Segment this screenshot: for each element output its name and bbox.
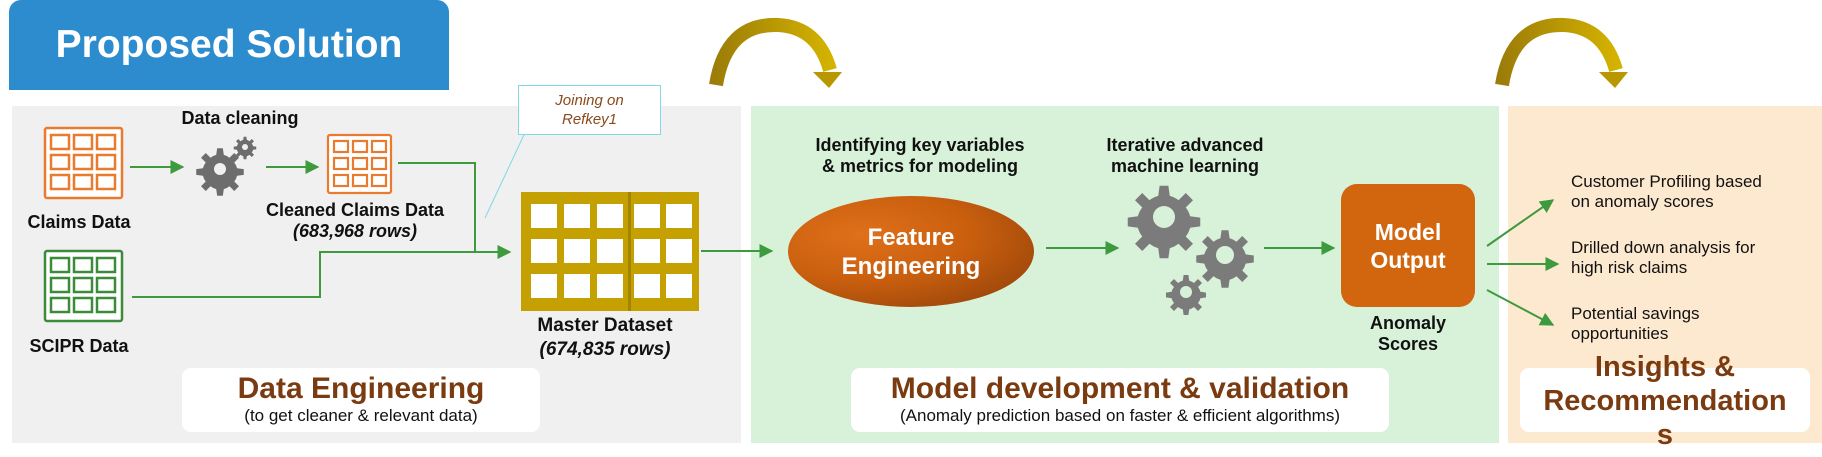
insights-title: Insights & Recommendation s [1515,350,1815,452]
output-to-insight-3-arrow [1486,289,1555,326]
insights-title-line-2: Recommendation [1543,385,1787,417]
insight-3-line-2: opportunities [1571,324,1669,343]
loop-arrow-icon [709,17,842,88]
scipr-to-master-connector [132,245,512,298]
insights-title-line-3: s [1656,419,1674,451]
master-dataset-icon [521,192,699,311]
join-note: Joining on Refkey1 [518,85,661,135]
model-output-node: Model Output [1341,184,1475,307]
ml-gears-icon [1127,185,1254,315]
cleaning-gears-icon [196,136,257,196]
cleaned-to-master-connector [398,162,476,252]
loop-arrow-icon [1495,17,1628,88]
join-callout-line [484,121,531,219]
data-engineering-title: Data Engineering [237,372,485,405]
cleaned-claims-label: Cleaned Claims Data (683,968 rows) [250,200,460,242]
insight-item: Customer Profiling based on anomaly scor… [1571,172,1811,212]
model-development-card: Model development & validation (Anomaly … [851,368,1389,432]
feature-line-1: Feature [867,223,955,251]
model-output-line-2: Output [1370,246,1446,273]
output-to-insight-1-arrow [1486,199,1555,247]
insight-1-line-1: Customer Profiling based [1571,172,1762,191]
ml-label-line-2: machine learning [1110,156,1260,176]
anomaly-line-2: Scores [1377,334,1439,354]
claims-table-icon [43,126,124,200]
data-engineering-card: Data Engineering (to get cleaner & relev… [182,368,540,432]
page-title: Proposed Solution [9,0,449,90]
data-engineering-subtitle: (to get cleaner & relevant data) [244,406,478,425]
anomaly-scores-label: Anomaly Scores [1348,313,1468,355]
cleaned-claims-name: Cleaned Claims Data [265,200,445,220]
insights-title-line-1: Insights & [1594,351,1736,383]
insight-3-line-1: Potential savings [1571,304,1700,323]
key-variables-line-1: Identifying key variables [815,135,1025,155]
cleaned-table-icon [326,133,393,195]
master-dataset-label: Master Dataset (674,835 rows) [505,314,705,362]
model-development-title: Model development & validation [890,372,1350,405]
model-output-line-1: Model [1374,218,1442,245]
insight-2-line-2: high risk claims [1571,258,1688,277]
insight-2-line-1: Drilled down analysis for [1571,238,1756,257]
feature-line-2: Engineering [841,252,981,280]
master-dataset-rows: (674,835 rows) [539,339,671,360]
insight-item: Drilled down analysis for high risk clai… [1571,238,1811,278]
scipr-data-label: SCIPR Data [29,336,129,356]
feature-engineering-node: Feature Engineering [788,196,1034,307]
key-variables-line-2: & metrics for modeling [821,156,1019,176]
master-dataset-name: Master Dataset [537,315,673,336]
join-note-line-2: Refkey1 [561,111,618,128]
insight-1-line-2: on anomaly scores [1571,192,1714,211]
ml-label-line-1: Iterative advanced [1106,135,1264,155]
ml-label: Iterative advanced machine learning [1085,135,1285,177]
anomaly-line-1: Anomaly [1369,313,1447,333]
data-cleaning-label: Data cleaning [181,108,299,128]
cleaned-claims-rows: (683,968 rows) [292,221,418,241]
claims-data-label: Claims Data [27,212,131,232]
model-development-subtitle: (Anomaly prediction based on faster & ef… [899,406,1341,425]
insights-card [1520,368,1810,432]
insight-item: Potential savings opportunities [1571,304,1811,344]
key-variables-label: Identifying key variables & metrics for … [790,135,1050,177]
join-note-line-1: Joining on [555,92,624,109]
scipr-table-icon [43,249,124,323]
